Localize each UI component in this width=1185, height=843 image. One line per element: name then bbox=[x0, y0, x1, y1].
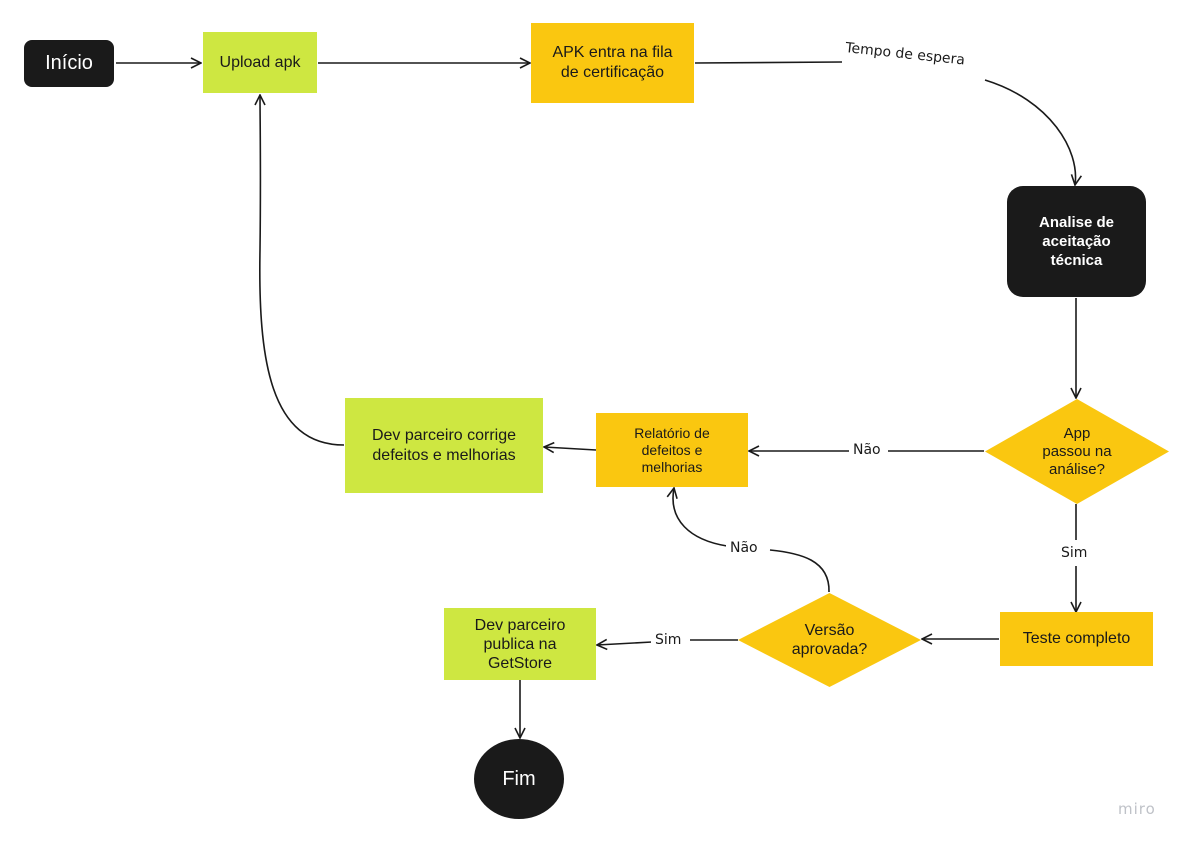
edge-corrige-upload bbox=[260, 95, 345, 446]
edge-label-tempo: Tempo de espera bbox=[844, 40, 966, 69]
node-fila-certificacao: APK entra na fila de certificação bbox=[531, 23, 694, 103]
decision-app-passou-label: App passou na análise? bbox=[1042, 424, 1112, 478]
node-analise-aceitacao: Analise de aceitação técnica bbox=[1007, 186, 1146, 297]
node-relatorio-defeitos: Relatório de defeitos e melhorias bbox=[596, 413, 748, 487]
miro-logo: miro bbox=[1118, 800, 1156, 818]
node-inicio-label: Início bbox=[45, 52, 93, 74]
node-dev-publica: Dev parceiro publica na GetStore bbox=[444, 608, 596, 680]
edge-tempo-analise bbox=[984, 79, 1076, 185]
edge-label-sim-passou: Sim bbox=[1057, 544, 1092, 562]
edge-nao-relatorio-2 bbox=[673, 488, 728, 547]
node-dev-publica-label: Dev parceiro publica na GetStore bbox=[474, 616, 566, 672]
edge-relatorio-corrige bbox=[544, 447, 597, 450]
node-teste-completo: Teste completo bbox=[1000, 612, 1153, 666]
edge-versao-nao bbox=[769, 549, 830, 593]
node-relatorio-defeitos-label: Relatório de defeitos e melhorias bbox=[634, 424, 710, 475]
node-fila-certificacao-label: APK entra na fila de certificação bbox=[552, 44, 673, 81]
node-analise-aceitacao-label: Analise de aceitação técnica bbox=[1038, 214, 1115, 269]
edge-label-sim-versao: Sim bbox=[651, 631, 686, 649]
node-fim-label: Fim bbox=[502, 767, 536, 790]
node-dev-corrige-label: Dev parceiro corrige defeitos e melhoria… bbox=[371, 426, 517, 464]
edge-label-nao-passou: Não bbox=[849, 441, 885, 459]
node-fim: Fim bbox=[474, 739, 564, 819]
node-upload-apk-label: Upload apk bbox=[219, 53, 301, 71]
edge-fila-tempo bbox=[694, 61, 843, 64]
node-upload-apk: Upload apk bbox=[203, 32, 317, 93]
edge-label-nao-versao: Não bbox=[726, 539, 762, 557]
node-inicio: Início bbox=[24, 40, 114, 87]
decision-versao-aprovada-label: Versão aprovada? bbox=[791, 622, 868, 658]
node-dev-corrige: Dev parceiro corrige defeitos e melhoria… bbox=[345, 398, 543, 493]
node-teste-completo-label: Teste completo bbox=[1022, 630, 1131, 647]
edge-sim-publica bbox=[597, 642, 653, 645]
